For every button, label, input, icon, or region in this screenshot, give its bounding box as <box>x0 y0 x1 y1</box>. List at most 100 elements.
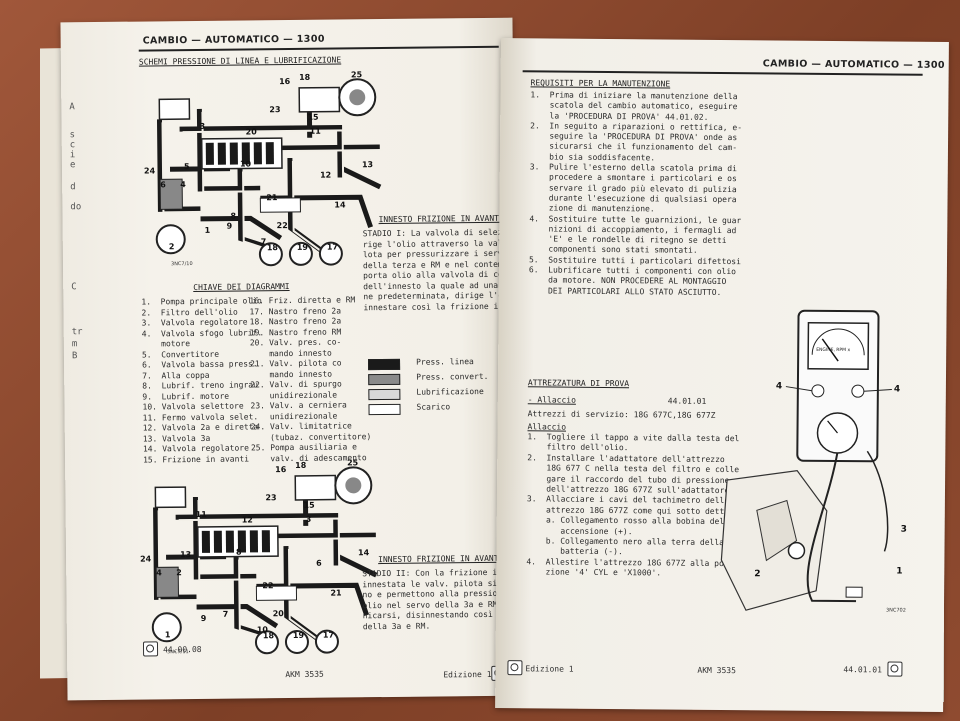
valve-body <box>298 86 341 113</box>
left-page: A s c i e d do C tr m B CAMBIO — AUTOMAT… <box>60 17 520 701</box>
key-item: 8. Lubrif. treno ingrau <box>142 380 258 391</box>
valve-spool <box>241 142 250 165</box>
diagram-callout: 2 <box>169 242 175 251</box>
stage1-heading: INNESTO FRIZIONE IN AVANTI <box>378 213 504 225</box>
diagram-callout: 13 <box>180 550 191 559</box>
document-code: AKM 3535 <box>697 665 736 676</box>
dial-arc <box>811 328 865 356</box>
tacho-lead <box>866 450 889 552</box>
diagram-callout: 20 <box>273 609 285 618</box>
figure-callout: 4 <box>894 385 900 395</box>
diagram-callout: 14 <box>334 200 346 209</box>
requirements-heading: REQUISITI PER LA MANUTENZIONE <box>530 78 671 89</box>
key-item: 25. Pompa ausiliaria e <box>250 442 357 453</box>
pipe-inner <box>161 122 204 214</box>
callout-leader <box>863 388 892 392</box>
diagram-title: SCHEMI PRESSIONE DI LINEA E LUBRIFICAZIO… <box>138 55 342 67</box>
servo-drum <box>258 242 283 267</box>
pipe-line <box>196 603 279 629</box>
running-head: CAMBIO — AUTOMATICO — 1300 <box>142 33 325 47</box>
valve-body <box>255 585 298 601</box>
diagram-callout: 8 <box>236 548 242 557</box>
requirement-line: DEI PARTICOLARI ALLO STATO ASCIUTTO. <box>528 285 722 297</box>
fragment: do <box>70 202 82 213</box>
diagram-callout: 4 <box>156 568 162 577</box>
diagram-callout: 10 <box>240 159 252 168</box>
diagram-legend <box>60 18 512 23</box>
legend-label: Scarico <box>416 402 451 412</box>
pipe-inner <box>178 517 341 569</box>
diagram-callout: 2 <box>176 568 182 577</box>
key-item: 6. Valvola bassa press. <box>142 359 258 370</box>
diagram-callout: 12 <box>242 515 253 524</box>
diagram-callout: 17 <box>327 242 338 251</box>
converter-valve <box>159 178 183 210</box>
diagram-callout: 17 <box>323 631 334 640</box>
figure-code: 3NC702 <box>886 607 906 613</box>
aux-pump-core <box>345 477 362 494</box>
valve-spool <box>213 530 223 553</box>
open-manual: A s c i e d do C tr m B CAMBIO — AUTOMAT… <box>20 17 950 712</box>
diagram-callout: 8 <box>230 212 236 221</box>
key-item: 14. Valvola regolatore <box>142 443 249 454</box>
diagram-callout: 25 <box>347 458 359 467</box>
pressure-hose <box>806 452 857 603</box>
valve-spool <box>265 142 274 165</box>
aux-pump-core <box>349 89 366 106</box>
diagram-callout: 19 <box>297 243 309 252</box>
diagram-callout: 11 <box>310 127 322 136</box>
diagram-callout: 9 <box>227 222 233 231</box>
diagram-callout: 14 <box>358 548 370 557</box>
allaccio-heading: Allaccio <box>527 422 567 432</box>
tools-heading: ATTREZZATURA DI PROVA <box>527 378 630 389</box>
filter-head <box>756 499 798 562</box>
legend-swatch <box>368 403 401 416</box>
head-rule <box>138 45 499 52</box>
legend-swatch <box>368 373 401 386</box>
legend-swatch <box>368 358 401 371</box>
diagram-callout: 25 <box>351 70 363 79</box>
document-code: AKM 3535 <box>285 669 324 680</box>
pipe-line <box>175 513 339 566</box>
valve-body <box>259 197 301 213</box>
valve-spool <box>217 142 226 165</box>
key-item: 12. Valvola 2a e diretta <box>142 422 259 433</box>
range-knob <box>811 384 825 398</box>
diagram-callout: 13 <box>362 160 373 169</box>
diagram-callout: 1 <box>205 226 211 235</box>
requirements-list: 1. Prima di iniziare la manutenzione del… <box>529 90 743 298</box>
pipe-line <box>338 165 382 190</box>
diagram-callout: 22 <box>277 221 288 230</box>
diagram-callout: 9 <box>201 614 207 623</box>
diagram-callout: 18 <box>299 73 311 82</box>
valve-spool <box>201 530 211 553</box>
diagram-callout: 16 <box>279 77 291 86</box>
diagram-callout: 24 <box>144 166 156 175</box>
hose-fitting <box>845 586 863 598</box>
allaccio-line: zione '4' CYL e 'X1000'. <box>526 567 662 578</box>
fragment: C <box>71 282 77 293</box>
servo-drum <box>318 241 343 266</box>
valve-spool <box>229 142 238 165</box>
servo-drum <box>254 630 279 655</box>
section-title: - Allaccio <box>527 395 576 405</box>
figure-callout: 3 <box>901 525 907 535</box>
diagram-code: 3NC7/11 <box>167 649 189 655</box>
diagram-callout: 3 <box>306 515 312 524</box>
diagram-callout: 7 <box>223 610 229 619</box>
diagram-callout: 15 <box>307 113 319 122</box>
manufacturer-logo <box>142 641 159 657</box>
section-code: 44.01.01 <box>667 396 707 406</box>
pipe-inner <box>157 510 200 602</box>
right-page: CAMBIO — AUTOMATICO — 1300 REQUISITI PER… <box>495 38 949 712</box>
adapter <box>787 541 806 560</box>
pipe-line <box>200 215 283 241</box>
stage2-heading: INNESTO FRIZIONE IN AVANTI <box>378 553 504 565</box>
figure-callout: 4 <box>776 381 782 391</box>
service-tools: Attrezzi di servizio: 18G 677C,18G 677Z <box>527 409 716 420</box>
edition: Edizione 1 <box>525 664 574 674</box>
legend-label: Lubrificazione <box>416 386 484 397</box>
diagram-callout: 3 <box>200 122 206 131</box>
